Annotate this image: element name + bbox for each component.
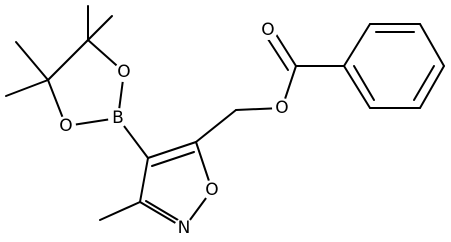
- bond-ph-inner-3: [353, 65, 375, 101]
- bond-c3-methyl: [99, 201, 141, 221]
- bond-c4-c5-double: [151, 151, 195, 167]
- bond-ph-inner-2: [413, 65, 435, 101]
- bond-c1-c2: [47, 39, 89, 81]
- bond-ph-4: [419, 65, 445, 109]
- atom-o-ring-lower-text: O: [59, 116, 72, 136]
- atom-label-o-ester: O: [272, 98, 292, 118]
- atom-label-o-isoxazole: O: [202, 180, 222, 200]
- atom-o-carbonyl-text: O: [261, 20, 274, 40]
- atom-label-o-ring-lower: O: [56, 116, 76, 136]
- bond-ph-3: [419, 23, 445, 67]
- atom-label-o-ring-upper: O: [114, 62, 134, 82]
- bond-c5-ch2: [195, 109, 237, 143]
- bond-methyl-3: [15, 41, 49, 81]
- dioxaborolane-ring: [5, 5, 125, 127]
- atom-o-ester-text: O: [275, 98, 288, 118]
- isoxazole-ring: [139, 141, 213, 229]
- bond-c3-c4: [139, 157, 149, 203]
- atom-label-o-carbonyl: O: [258, 20, 278, 40]
- bond-methyl-2: [87, 15, 113, 41]
- bond-carbonyl-o-double: [265, 35, 289, 71]
- atom-o-ring-upper-text: O: [117, 62, 130, 82]
- atom-b-text: B: [112, 108, 124, 128]
- atom-n-text: N: [178, 218, 191, 238]
- atom-label-b: B: [108, 108, 128, 128]
- bond-methyl-4: [5, 79, 49, 97]
- bond-ph-1: [343, 23, 371, 67]
- bond-c4-c5: [147, 141, 197, 159]
- benzoate-ester: [195, 27, 345, 143]
- atom-label-n: N: [174, 218, 194, 238]
- phenyl-ring: [343, 23, 445, 109]
- atom-o-isoxazole-text: O: [205, 180, 218, 200]
- bond-ph-6: [343, 65, 371, 109]
- bond-n-c3-double: [145, 200, 179, 221]
